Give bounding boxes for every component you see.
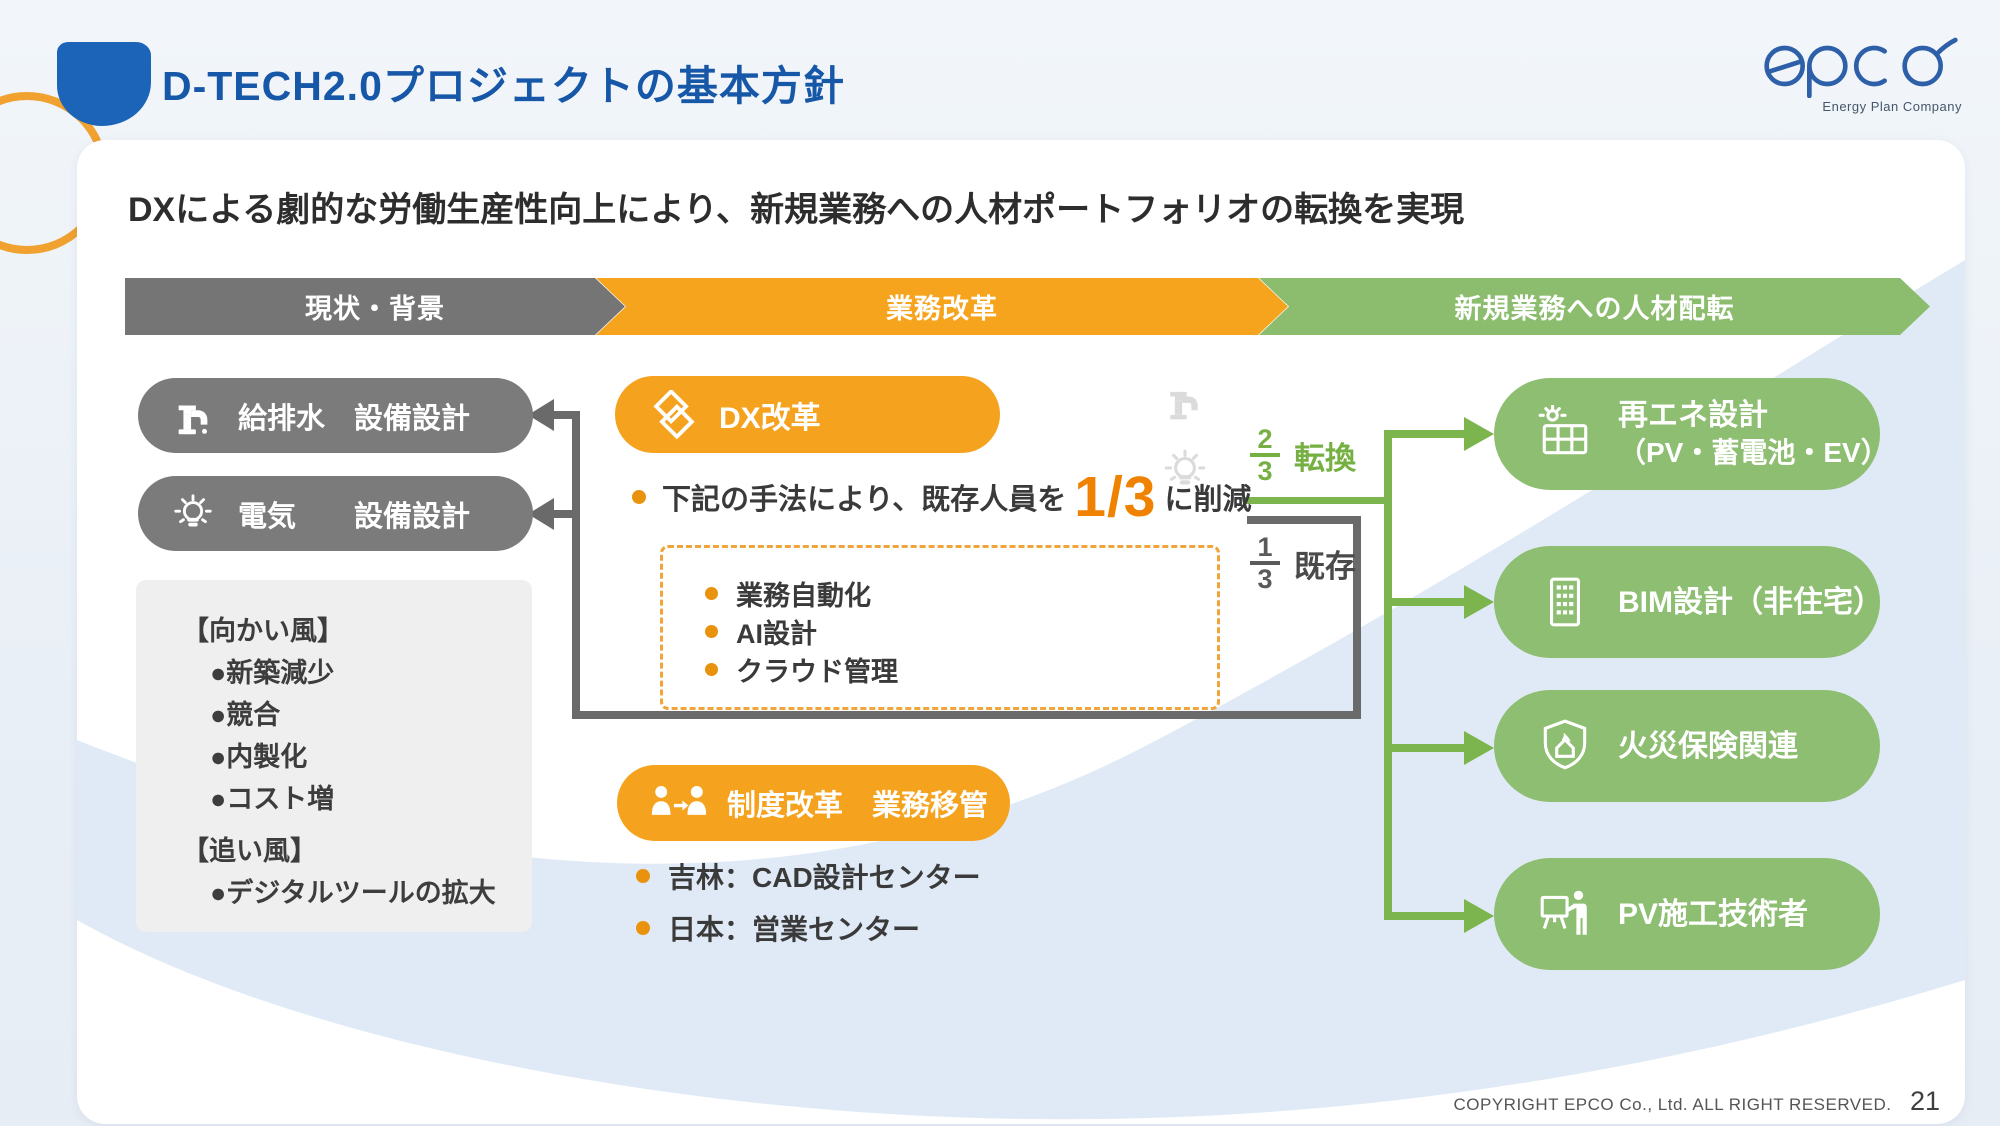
pill-renewable-line2: （PV・蓄電池・EV）: [1618, 437, 1889, 468]
method-label: クラウド管理: [736, 656, 898, 687]
method-item: 業務自動化: [705, 574, 1217, 612]
pill-plumbing-label: 給排水 設備設計: [238, 402, 471, 435]
green-branch-1: [1390, 430, 1468, 438]
fraction-converted: 2 3 転換: [1248, 424, 1356, 486]
gray-loop-bottom: [572, 711, 1361, 719]
fraction-existing: 1 3 既存: [1248, 532, 1356, 594]
fraction-bar: [1250, 453, 1280, 457]
tailwind-item: ●デジタルツールの拡大: [210, 878, 496, 908]
banner-step-current: 現状・背景: [125, 278, 625, 335]
bullet-dot: [636, 869, 650, 883]
green-branch-4: [1390, 912, 1468, 920]
gray-loop-left: [572, 411, 580, 719]
transfer-item: 吉林：CAD設計センター: [636, 856, 981, 896]
green-branch-2: [1390, 598, 1468, 606]
pv-instructor-icon: [1536, 885, 1594, 943]
pill-renewable-label: 再エネ設計 （PV・蓄電池・EV）: [1618, 397, 1889, 471]
copyright-text: COPYRIGHT EPCO Co., Ltd. ALL RIGHT RESER…: [1453, 1095, 1892, 1114]
pill-plumbing-design: 給排水 設備設計: [138, 378, 533, 453]
building-icon: [1536, 573, 1594, 631]
headwind-item: ●コスト増: [210, 784, 335, 814]
fraction-label-converted: 転換: [1294, 440, 1356, 476]
headwind-item: ●新築減少: [210, 658, 335, 688]
slide-headline: DXによる劇的な労働生産性向上により、新規業務への人材ポートフォリオの転換を実現: [128, 191, 1465, 229]
fraction-value: 2 3: [1248, 424, 1282, 486]
green-connector-trunk: [1384, 430, 1392, 920]
reduction-suffix: に削減: [1164, 484, 1252, 516]
logo-tagline: Energy Plan Company: [1822, 99, 1962, 114]
page-number: 21: [1909, 1086, 1940, 1116]
people-transfer-icon: [651, 783, 707, 823]
tailwind-title: 【追い風】: [182, 836, 317, 866]
pill-institution-reform: 制度改革 業務移管: [617, 765, 1010, 841]
pill-institution-label: 制度改革 業務移管: [727, 790, 989, 822]
environment-box: 【向かい風】 ●新築減少 ●競合 ●内製化 ●コスト増 【追い風】 ●デジタルツ…: [136, 580, 532, 932]
pill-electric-design: 電気 設備設計: [138, 476, 533, 551]
bullet-dot: [705, 624, 718, 638]
fraction-bar: [1250, 561, 1280, 565]
method-label: AI設計: [736, 618, 817, 649]
solar-panel-icon: [1536, 405, 1594, 463]
fraction-label-existing: 既存: [1294, 548, 1356, 584]
fraction-numerator: 2: [1257, 424, 1273, 454]
headwind-title: 【向かい風】: [182, 616, 344, 646]
headwind-item: ●内製化: [210, 742, 308, 772]
green-arrowhead-2: [1464, 585, 1494, 619]
reduction-statement: 下記の手法により、既存人員を 1/3 に削減: [632, 462, 1252, 532]
bullet-dot: [632, 490, 646, 504]
pill-bim-design: BIM設計（非住宅）: [1494, 546, 1883, 658]
transfer-label: 吉林：CAD設計センター: [668, 862, 981, 893]
reduction-fraction: 1/3: [1074, 465, 1157, 529]
method-item: クラウド管理: [705, 650, 1217, 688]
lightbulb-ghost-icon: [1160, 446, 1210, 501]
epco-logo: Energy Plan Company: [1742, 34, 1962, 114]
dx-transform-icon: [649, 389, 699, 440]
faucet-icon: [170, 393, 216, 439]
footer: COPYRIGHT EPCO Co., Ltd. ALL RIGHT RESER…: [1180, 1086, 1940, 1117]
pill-renewable-line1: 再エネ設計: [1618, 399, 1768, 432]
transfer-item: 日本：営業センター: [636, 908, 920, 948]
pill-electric-label: 電気 設備設計: [238, 500, 471, 533]
fraction-numerator: 1: [1257, 532, 1273, 562]
pill-fire-insurance: 火災保険関連: [1494, 690, 1880, 802]
fraction-value: 1 3: [1248, 532, 1282, 594]
pill-renewable-design: 再エネ設計 （PV・蓄電池・EV）: [1494, 378, 1889, 490]
faucet-ghost-icon: [1162, 380, 1206, 429]
pill-bim-label: BIM設計（非住宅）: [1618, 585, 1883, 619]
method-label: 業務自動化: [736, 580, 871, 611]
gray-loop-top: [1247, 516, 1361, 524]
gray-stub-2: [552, 510, 580, 518]
green-arrowhead-4: [1464, 899, 1494, 933]
green-branch-3: [1390, 744, 1468, 752]
shield-icon: [1536, 717, 1594, 775]
reduction-prefix: 下記の手法により、既存人員を: [662, 484, 1067, 516]
banner-step-reform: 業務改革: [596, 278, 1288, 335]
bullet-dot: [705, 662, 718, 676]
gray-loop-right: [1353, 516, 1361, 719]
green-arrowhead-3: [1464, 731, 1494, 765]
page-title: D-TECH2.0プロジェクトの基本方針: [162, 63, 845, 109]
pill-pv-label: PV施工技術者: [1618, 897, 1809, 931]
blue-blob-decoration: [57, 42, 151, 126]
bullet-dot: [705, 586, 718, 600]
pill-dx-reform: DX改革: [615, 376, 1000, 453]
fraction-denominator: 3: [1257, 564, 1273, 594]
gray-stub-1: [552, 411, 580, 419]
method-item: AI設計: [705, 612, 1217, 650]
transfer-label: 日本：営業センター: [668, 914, 921, 945]
headwind-item: ●競合: [210, 700, 281, 730]
pill-dx-label: DX改革: [719, 401, 821, 435]
green-connector-horizontal: [1245, 497, 1390, 504]
bullet-dot: [636, 921, 650, 935]
banner-step-newbusiness: 新規業務への人材配転: [1259, 278, 1930, 335]
green-arrowhead-1: [1464, 417, 1494, 451]
epco-logo-icon: [1754, 37, 1962, 102]
pill-pv-installer: PV施工技術者: [1494, 858, 1880, 970]
pill-fire-label: 火災保険関連: [1618, 729, 1798, 763]
lightbulb-icon: [170, 491, 216, 537]
dx-methods-box: 業務自動化 AI設計 クラウド管理: [660, 545, 1220, 710]
fraction-denominator: 3: [1257, 456, 1273, 486]
